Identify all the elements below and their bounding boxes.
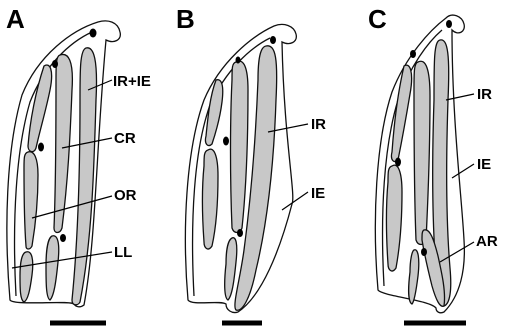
- panel-b-leader-ie: [282, 192, 308, 210]
- panel-a-label-cr: CR: [114, 130, 136, 147]
- panel-a-dot-2: [52, 60, 58, 68]
- panel-c-dot-1: [446, 20, 452, 28]
- panel-c-lower-left-muscle: [387, 165, 403, 271]
- panel-b-center-muscle: [231, 61, 249, 232]
- panel-b-dot-4: [237, 229, 243, 237]
- panel-a-lower-left-muscle: [20, 252, 33, 302]
- panel-c-label-ar: AR: [476, 233, 498, 250]
- panel-a-dot-1: [90, 29, 97, 38]
- panel-c-leader-ir: [446, 94, 474, 100]
- panel-c-dot-2: [410, 50, 416, 58]
- panel-a-cr-muscle: [54, 54, 72, 232]
- panel-c-dot-3: [395, 158, 401, 167]
- panel-a: A IR+IE CR OR LL: [6, 4, 151, 323]
- panel-b-dot-3: [223, 137, 229, 146]
- panel-c: C IR IE AR: [368, 4, 498, 323]
- panel-b-label-ir: IR: [311, 116, 326, 133]
- panel-b-letter: B: [176, 4, 195, 34]
- panel-b-lower-left-muscle: [203, 149, 219, 249]
- panel-b: B IR IE: [176, 4, 326, 323]
- panel-c-label-ie: IE: [477, 156, 491, 173]
- panel-a-label-or: OR: [114, 187, 137, 204]
- panel-a-ir-ie-muscle: [72, 48, 97, 305]
- panel-c-letter: C: [368, 4, 387, 34]
- panel-a-dot-4: [60, 234, 66, 242]
- panel-a-upper-left-muscle: [28, 65, 52, 152]
- panel-c-dot-4: [421, 248, 427, 256]
- panel-a-lower-mid-muscle: [46, 236, 59, 300]
- panel-a-letter: A: [6, 4, 25, 34]
- panel-a-label-ir-ie: IR+IE: [113, 73, 151, 90]
- panel-c-center-muscle: [414, 61, 430, 244]
- panel-a-dot-3: [38, 143, 44, 152]
- panel-b-dot-1: [270, 36, 276, 44]
- panel-a-leader-or: [32, 196, 112, 218]
- panel-a-or-muscle: [24, 152, 38, 249]
- panel-c-bottom-muscle: [409, 250, 419, 304]
- panel-c-label-ir: IR: [477, 86, 492, 103]
- panel-b-upper-left-muscle: [205, 80, 222, 146]
- panel-b-dot-2: [236, 57, 241, 64]
- panel-a-label-ll: LL: [114, 244, 132, 261]
- panel-b-label-ie: IE: [311, 185, 325, 202]
- panel-c-leader-ie: [452, 164, 474, 178]
- panel-b-bottom-muscle: [225, 238, 237, 300]
